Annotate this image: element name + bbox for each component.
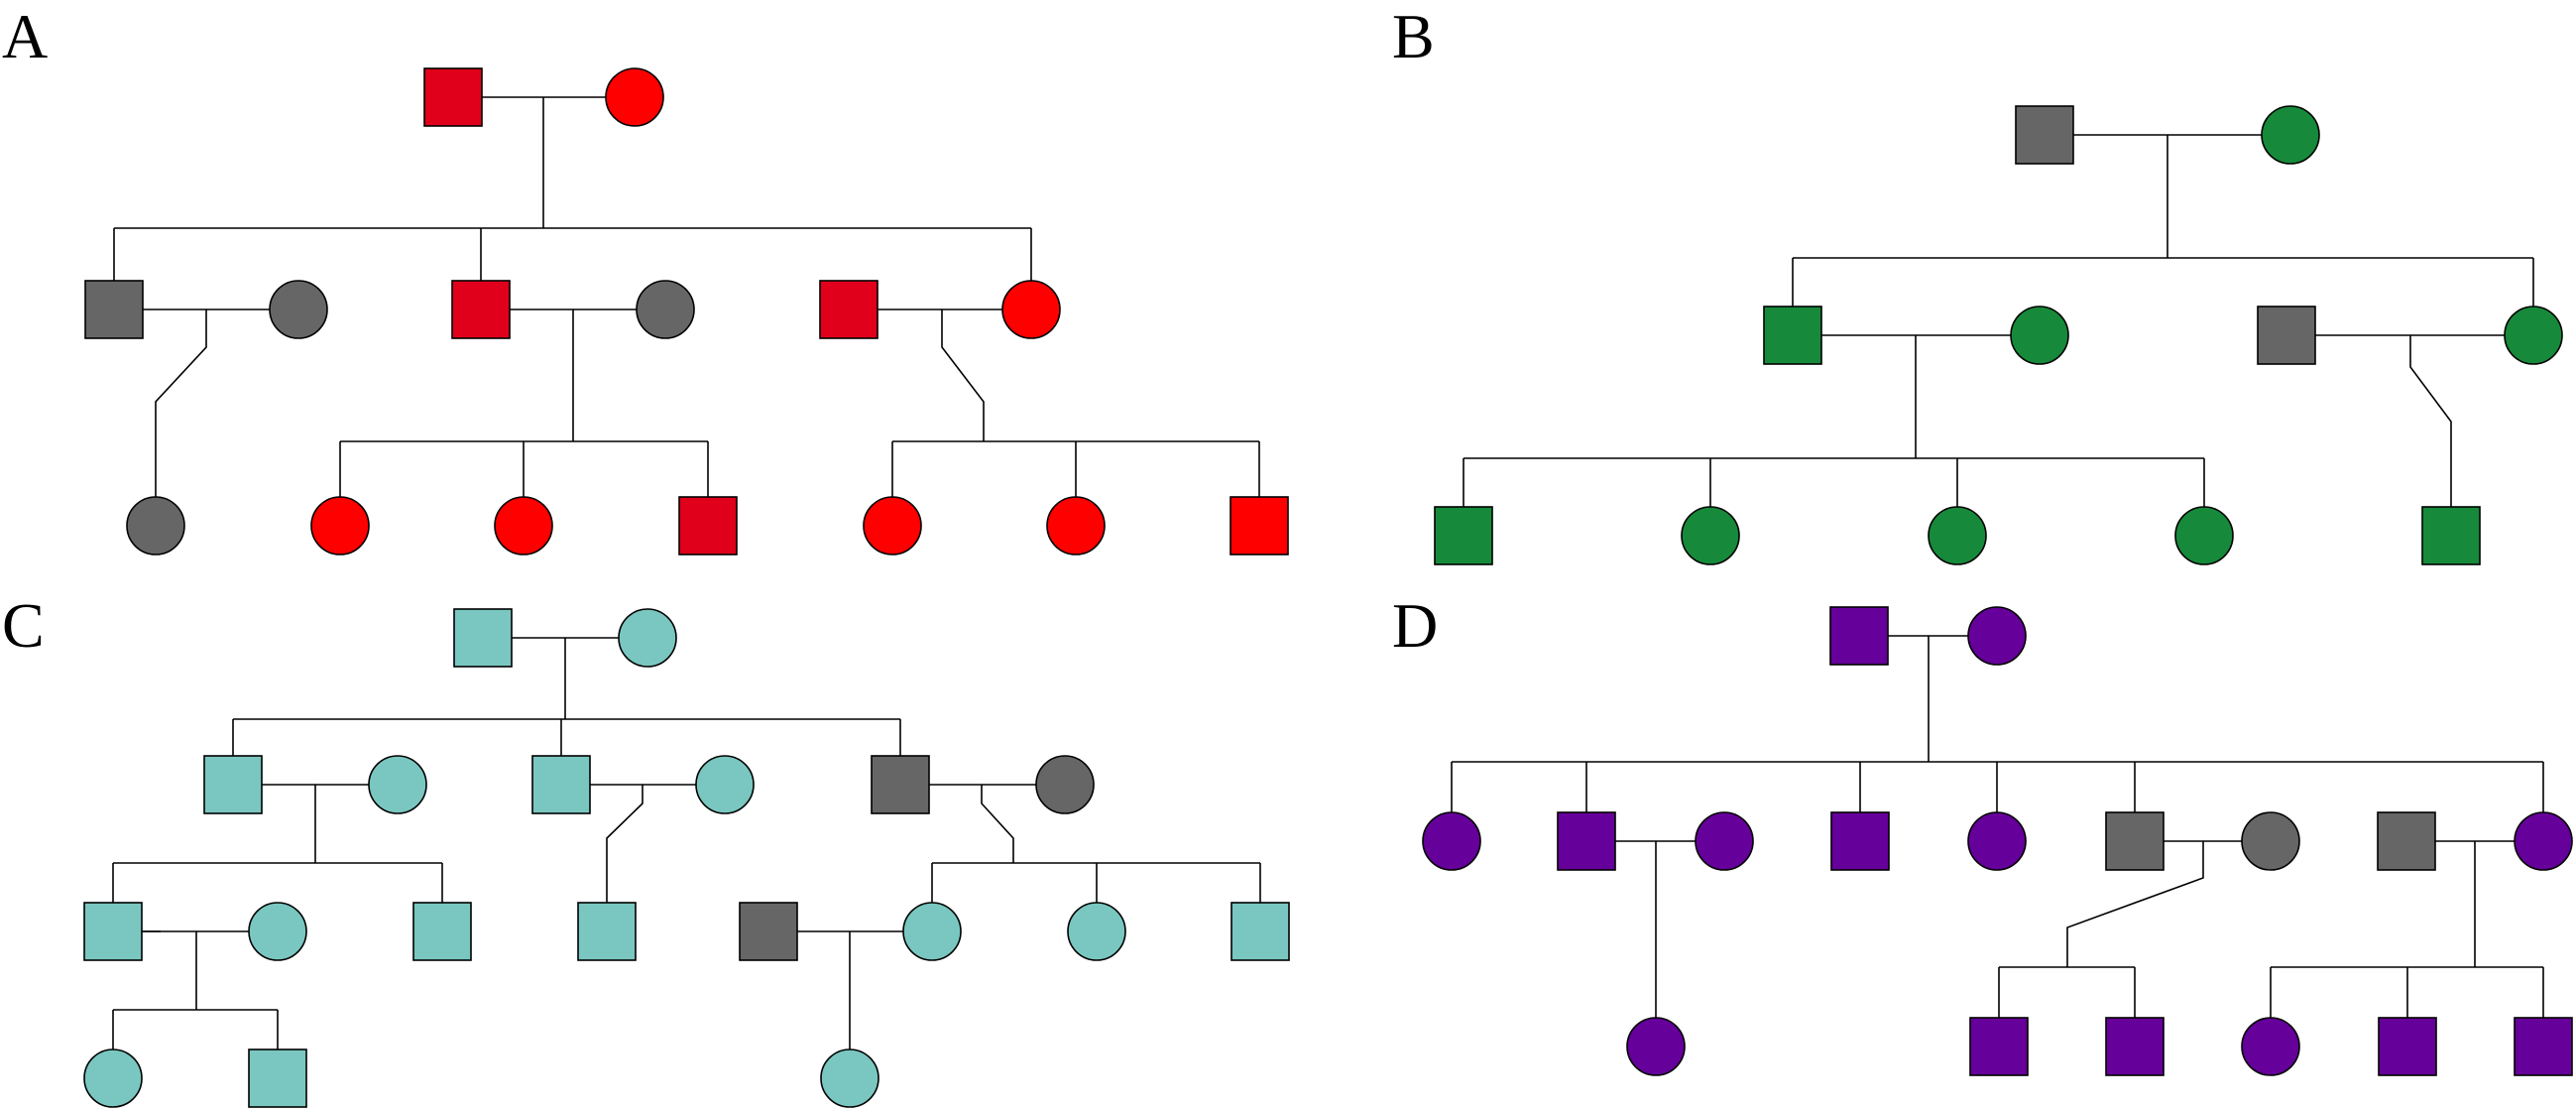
panel-a-female-circle-2 bbox=[605, 67, 664, 127]
panel-d-male-square-17 bbox=[2514, 1017, 2573, 1076]
panel-d-male-square-8 bbox=[2105, 811, 2165, 871]
panel-c-female-circle-6 bbox=[695, 755, 755, 814]
panel-b-female-circle-6 bbox=[2504, 306, 2563, 365]
panel-a-female-circle-13 bbox=[863, 496, 922, 555]
panel-d-male-square-6 bbox=[1830, 811, 1890, 871]
panel-c-male-square-18 bbox=[248, 1048, 307, 1108]
panel-a-female-circle-4 bbox=[269, 280, 328, 339]
panel-b-female-circle-8 bbox=[1681, 506, 1740, 565]
panel-b-female-circle-10 bbox=[2174, 506, 2234, 565]
connector-line-34 bbox=[2409, 335, 2452, 507]
panel-label-c: C bbox=[2, 590, 45, 661]
panel-d-female-circle-9 bbox=[2241, 811, 2300, 871]
panel-a-male-square-1 bbox=[423, 67, 483, 127]
panel-b-male-square-7 bbox=[1434, 506, 1493, 565]
panel-c-male-square-7 bbox=[871, 755, 930, 814]
connector-line-74 bbox=[2066, 841, 2204, 967]
panel-d-male-square-13 bbox=[1969, 1017, 2029, 1076]
panel-a-male-square-5 bbox=[451, 280, 511, 339]
panel-a-male-square-3 bbox=[84, 280, 144, 339]
panel-c-male-square-9 bbox=[83, 902, 143, 961]
panel-c-female-circle-14 bbox=[902, 902, 962, 961]
panel-label-d: D bbox=[1392, 590, 1438, 661]
panel-d-female-circle-3 bbox=[1422, 811, 1481, 871]
panel-a-male-square-15 bbox=[1229, 496, 1289, 555]
panel-d-male-square-16 bbox=[2378, 1017, 2437, 1076]
panel-c-male-square-11 bbox=[412, 902, 472, 961]
pedigree-lines bbox=[112, 96, 2544, 1049]
panel-a-male-square-7 bbox=[819, 280, 878, 339]
panel-b-male-square-3 bbox=[1763, 306, 1822, 365]
panel-c-female-circle-2 bbox=[618, 608, 677, 668]
panel-labels: A B C D bbox=[2, 1, 1438, 661]
panel-d-female-circle-2 bbox=[1967, 606, 2027, 666]
panel-b-female-circle-4 bbox=[2010, 306, 2069, 365]
panel-c-female-circle-10 bbox=[248, 902, 307, 961]
panel-d-female-circle-5 bbox=[1695, 811, 1754, 871]
panel-c-male-square-12 bbox=[577, 902, 637, 961]
panel-label-b: B bbox=[1392, 1, 1435, 71]
panel-c-male-square-13 bbox=[739, 902, 798, 961]
panel-b-female-circle-9 bbox=[1928, 506, 1987, 565]
panel-c-female-circle-8 bbox=[1035, 755, 1095, 814]
panel-a-male-square-12 bbox=[678, 496, 738, 555]
panel-a-female-circle-10 bbox=[310, 496, 370, 555]
panel-d-female-circle-12 bbox=[1626, 1017, 1686, 1076]
panel-c-male-square-3 bbox=[203, 755, 263, 814]
panel-d-male-square-10 bbox=[2377, 811, 2436, 871]
connector-line-47 bbox=[606, 785, 644, 903]
panel-c-female-circle-19 bbox=[820, 1048, 879, 1108]
panel-c-female-circle-4 bbox=[368, 755, 427, 814]
panel-b-female-circle-2 bbox=[2261, 105, 2320, 165]
panel-c-female-circle-15 bbox=[1067, 902, 1126, 961]
panel-d-female-circle-11 bbox=[2514, 811, 2573, 871]
panel-a-female-circle-6 bbox=[636, 280, 695, 339]
panel-a-female-circle-14 bbox=[1046, 496, 1106, 555]
panel-d-female-circle-7 bbox=[1967, 811, 2027, 871]
connector-line-49 bbox=[981, 785, 1014, 863]
panel-c-female-circle-17 bbox=[83, 1048, 143, 1108]
panel-d-male-square-1 bbox=[1829, 606, 1889, 666]
panel-c-male-square-1 bbox=[453, 608, 513, 668]
panel-c-male-square-5 bbox=[531, 755, 591, 814]
panel-d-male-square-14 bbox=[2105, 1017, 2165, 1076]
connector-line-16 bbox=[941, 309, 985, 441]
panel-b-male-square-11 bbox=[2421, 506, 2481, 565]
pedigree-nodes bbox=[83, 67, 2573, 1108]
panel-d-female-circle-15 bbox=[2241, 1017, 2300, 1076]
connector-line-8 bbox=[155, 309, 207, 497]
panel-a-female-circle-11 bbox=[494, 496, 553, 555]
panel-a-female-circle-8 bbox=[1001, 280, 1061, 339]
panel-label-a: A bbox=[2, 1, 48, 71]
panel-d-male-square-4 bbox=[1557, 811, 1616, 871]
panel-b-male-square-1 bbox=[2015, 105, 2074, 165]
panel-c-male-square-16 bbox=[1230, 902, 1290, 961]
panel-a-female-circle-9 bbox=[126, 496, 185, 555]
panel-b-male-square-5 bbox=[2257, 306, 2316, 365]
